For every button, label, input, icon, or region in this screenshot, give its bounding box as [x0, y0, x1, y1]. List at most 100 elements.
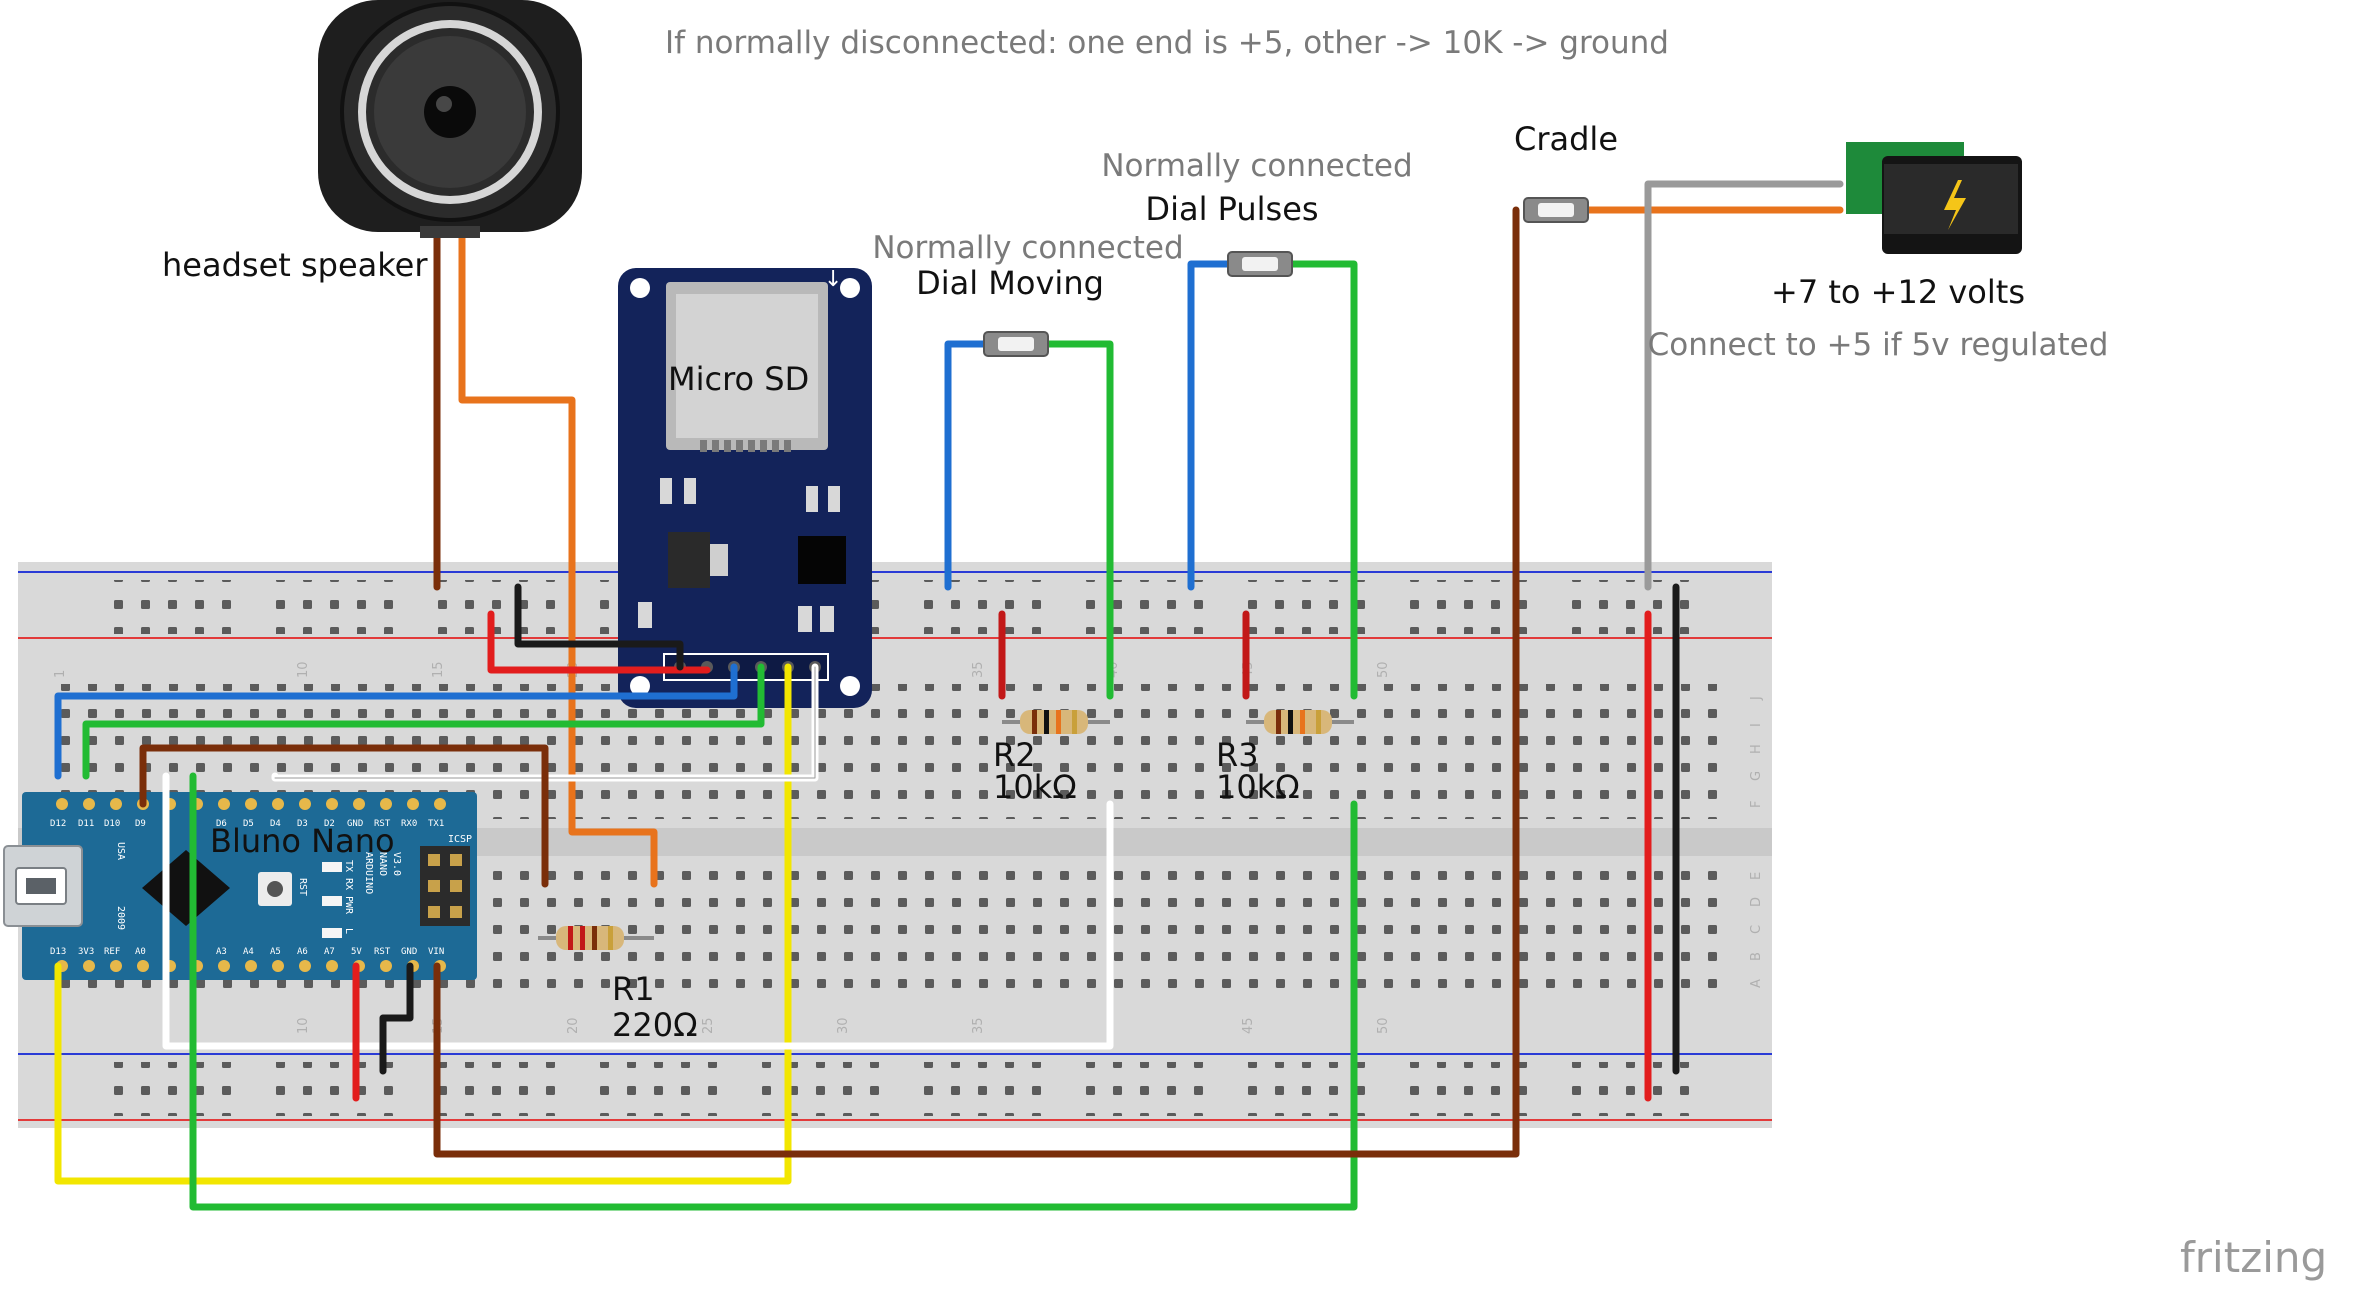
sd-mount-hole-br: [840, 676, 860, 696]
resistor-r1[interactable]: [538, 926, 654, 950]
power-note: Connect to +5 if 5v regulated: [1648, 327, 2109, 363]
led-tx: [322, 862, 342, 872]
row-letter-c: C: [1749, 925, 1764, 934]
pin-label-d10: D10: [104, 819, 120, 829]
pin-label-a4: A4: [243, 947, 254, 957]
sd-cap-7: [820, 606, 834, 632]
micro-sd-module[interactable]: ↓: [618, 267, 872, 708]
dc-power-jack[interactable]: [1846, 142, 2022, 254]
r3-name: R3: [1216, 736, 1259, 774]
dial-moving-state: Normally connected: [872, 230, 1183, 266]
col-num-10: 10: [296, 661, 311, 678]
wire-dial-moving-green[interactable]: [1043, 340, 1114, 700]
wire-sd-gnd-black[interactable]: [514, 583, 684, 671]
silk-tx: TX: [343, 860, 354, 872]
pin-label-d3: D3: [297, 819, 308, 829]
col-num-10-bottom: 10: [296, 1017, 311, 1034]
sd-mount-hole-tr: [840, 278, 860, 298]
reset-button-cap: [267, 881, 283, 897]
wire-sd-yellow[interactable]: [54, 663, 792, 1185]
pin-label-d4: D4: [270, 819, 281, 829]
wire-speaker-orange[interactable]: [458, 234, 658, 888]
r2-name: R2: [993, 736, 1036, 774]
bluno-nano-board[interactable]: D12 D11 D10 D9 D6 D5 D4 D3 D2 GND RST RX…: [3, 792, 477, 980]
wire-sd-green[interactable]: [82, 663, 765, 780]
pin-label-3v3: 3V3: [78, 947, 94, 957]
cradle-label: Cradle: [1514, 120, 1618, 158]
sd-mount-hole-tl: [630, 278, 650, 298]
sd-cap-6: [798, 606, 812, 632]
wire-sd-white-outline: [274, 666, 816, 779]
wire-white-long[interactable]: [162, 772, 1114, 1050]
arduino-pin-labels-top: D12 D11 D10 D9 D6 D5 D4 D3 D2 GND RST RX…: [50, 819, 444, 829]
lightning-icon: [1944, 180, 1966, 230]
sd-buffer-chip: [798, 536, 846, 584]
resistor-r2[interactable]: [1002, 710, 1110, 734]
speaker-dustcap: [424, 86, 476, 138]
led-l: [322, 928, 342, 938]
wire-dial-pulses-green[interactable]: [1286, 260, 1358, 700]
sd-mount-hole-bl: [630, 676, 650, 696]
arduino-pin-labels-bottom: D13 3V3 REF A0 A3 A4 A5 A6 A7 5V RST GND…: [50, 947, 444, 957]
row-letter-e: E: [1749, 872, 1764, 880]
wire-sd-blue[interactable]: [54, 663, 738, 780]
dial-pulses-label: Dial Pulses: [1145, 190, 1318, 228]
pin-label-vin: VIN: [428, 947, 444, 957]
col-num-35-bottom: 35: [971, 1017, 986, 1034]
wire-dial-pulses-blue[interactable]: [1187, 260, 1236, 591]
wire-d10-brown[interactable]: [139, 744, 549, 888]
pin-label-a0: A0: [135, 947, 146, 957]
pin-label-d2: D2: [324, 819, 335, 829]
pin-label-d9: D9: [135, 819, 146, 829]
wire-sd-vcc-red[interactable]: [487, 610, 711, 674]
pin-label-gnd-top: GND: [347, 819, 363, 829]
col-num-50: 50: [1376, 661, 1391, 678]
bottom-rail-holes: [104, 1062, 1697, 1116]
pin-label-rx0: RX0: [401, 819, 417, 829]
sd-cap-4: [828, 486, 840, 512]
pin-label-gnd-bottom: GND: [401, 947, 417, 957]
col-num-50-bottom: 50: [1376, 1017, 1391, 1034]
sd-cap-3: [806, 486, 818, 512]
resistor-r3[interactable]: [1246, 710, 1354, 734]
pin-label-a7: A7: [324, 947, 335, 957]
sd-cap-2: [684, 478, 696, 504]
switch-dial-moving[interactable]: [983, 331, 1049, 357]
col-num-20-bottom: 20: [566, 1017, 581, 1034]
arduino-pcb: [22, 792, 477, 980]
switch-cradle[interactable]: [1523, 197, 1589, 223]
pin-label-5v: 5V: [351, 947, 362, 957]
sd-regulator: [668, 532, 710, 588]
row-letter-j: J: [1749, 696, 1764, 701]
led-pwr: [322, 896, 342, 906]
pin-label-d5: D5: [243, 819, 254, 829]
switch-dial-pulses[interactable]: [1227, 251, 1293, 277]
wire-dial-moving-blue[interactable]: [944, 340, 990, 591]
row-letter-h: H: [1749, 744, 1764, 754]
arduino-silkscreen: USA 2009 RST ARDUINO NANO V3.0 ICSP TX R…: [115, 834, 472, 934]
speaker-highlight: [436, 96, 452, 112]
arduino-pin-row-bottom: [56, 960, 446, 972]
wire-vin-brown[interactable]: [433, 206, 1520, 1158]
wire-jack-grey[interactable]: [1644, 180, 1844, 591]
speaker-label: headset speaker: [162, 246, 428, 284]
col-num-1: 1: [53, 670, 68, 678]
row-letter-i: I: [1749, 723, 1764, 727]
silk-v30: V3.0: [391, 852, 402, 876]
pin-label-a6: A6: [297, 947, 308, 957]
sd-cap-5: [638, 602, 652, 628]
sd-cap-1: [660, 478, 672, 504]
row-letter-a: A: [1749, 979, 1764, 988]
sd-card-slot-inner: [676, 294, 818, 438]
r1-name: R1: [612, 970, 655, 1008]
wire-green-long[interactable]: [189, 772, 1358, 1211]
pin-label-rst-bottom: RST: [374, 947, 391, 957]
col-num-30-bottom: 30: [836, 1017, 851, 1034]
speaker[interactable]: [318, 0, 582, 238]
pin-label-d13: D13: [50, 947, 66, 957]
pin-label-d11: D11: [78, 819, 94, 829]
wire-gnd-black[interactable]: [379, 962, 414, 1075]
speaker-surround: [358, 20, 542, 204]
silk-usa: USA: [115, 842, 126, 860]
